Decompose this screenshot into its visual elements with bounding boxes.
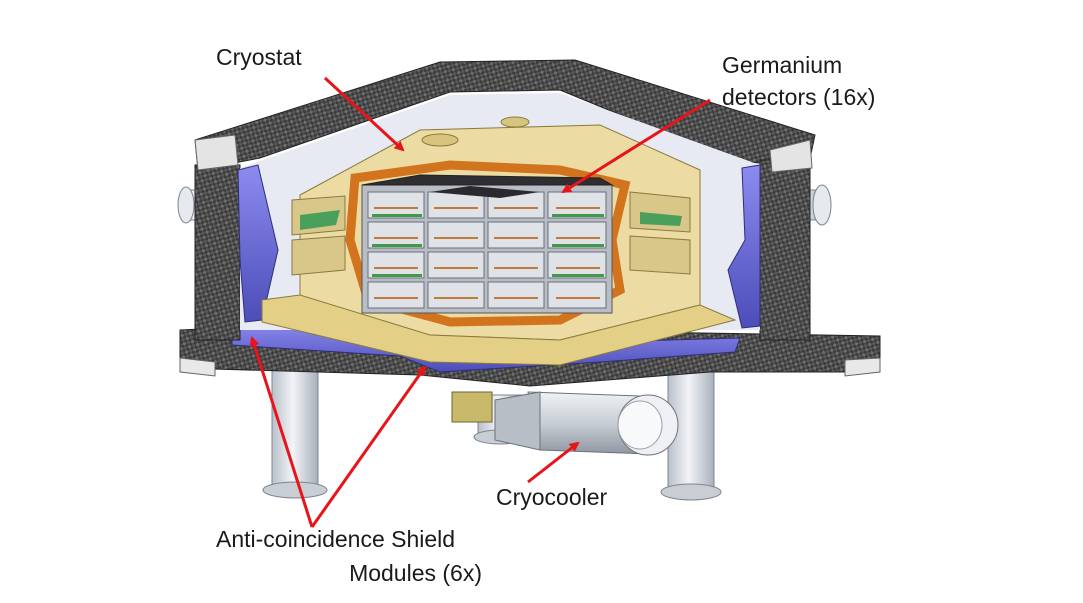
arrow-germanium [561, 98, 711, 194]
label-cryocooler: Cryocooler [496, 484, 608, 510]
cryocooler-unit [451, 391, 679, 456]
shield-module-right [727, 164, 761, 329]
label-germanium-line2: detectors (16x) [722, 84, 876, 110]
label-cryostat: Cryostat [216, 44, 302, 70]
arrow-cryocooler [527, 441, 580, 484]
carbon-enclosure [194, 59, 816, 341]
arrow-cryostat [323, 76, 405, 152]
right-wall [759, 159, 811, 341]
callout-arrows [249, 76, 711, 528]
label-shield-line1: Anti-coincidence Shield [216, 526, 456, 552]
label-shield-line2: Modules (6x) [349, 560, 482, 586]
arrow-shield-left [249, 336, 314, 528]
arrow-shield-center [310, 365, 427, 528]
germanium-detector-array [361, 174, 614, 314]
left-wall [194, 164, 241, 341]
label-germanium-line1: Germanium [722, 52, 843, 78]
